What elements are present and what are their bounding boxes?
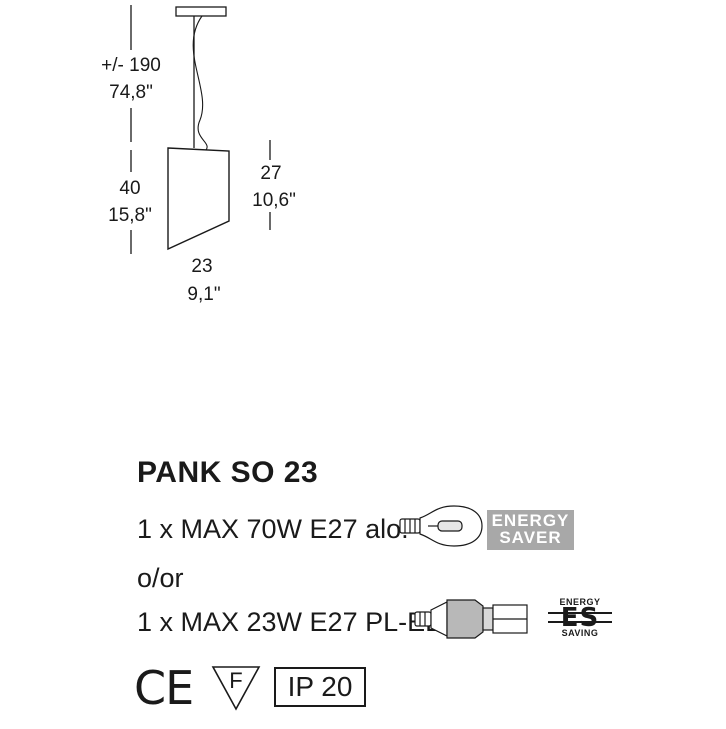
es-mid-label: ES [560, 603, 600, 633]
energy-saver-top: ENERGY [491, 511, 570, 530]
lamp-shade [167, 147, 230, 251]
ip-rating-badge: IP 20 [274, 667, 366, 707]
energy-saver-bottom: SAVER [499, 528, 562, 547]
product-title: PANK SO 23 [137, 456, 319, 489]
spec-fluorescent: 1 x MAX 23W E27 PL-EL [137, 607, 441, 637]
pl-el-bulb-icon [414, 599, 528, 639]
energy-saving-es-badge: ENERGY ES SAVING [548, 598, 612, 640]
energy-saver-badge: ENERGY SAVER [487, 510, 574, 550]
technical-drawing [130, 5, 271, 254]
es-bottom-label: SAVING [561, 628, 599, 638]
ce-mark-icon: CE [134, 661, 194, 715]
dim-shade-width-mm: 23 [191, 256, 213, 277]
dim-cable-length-mm: +/- 190 [101, 55, 161, 76]
es-top-label: ENERGY [559, 597, 601, 607]
dim-shade-width-in: 9,1" [187, 284, 221, 305]
spec-halogen: 1 x MAX 70W E27 alo. [137, 514, 409, 544]
spec-separator: o/or [137, 563, 184, 593]
f-mark-label: F [229, 668, 243, 693]
f-mark-triangle-icon [211, 666, 261, 711]
dim-total-height-mm: 40 [119, 178, 141, 199]
power-cable [192, 15, 208, 151]
halogen-bulb-icon [399, 505, 483, 547]
dim-total-height-in: 15,8" [108, 205, 152, 226]
dim-cable-length-in: 74,8" [109, 82, 153, 103]
ceiling-canopy [175, 6, 227, 17]
dim-shade-height-mm: 27 [260, 163, 282, 184]
dim-shade-height-in: 10,6" [252, 190, 296, 211]
